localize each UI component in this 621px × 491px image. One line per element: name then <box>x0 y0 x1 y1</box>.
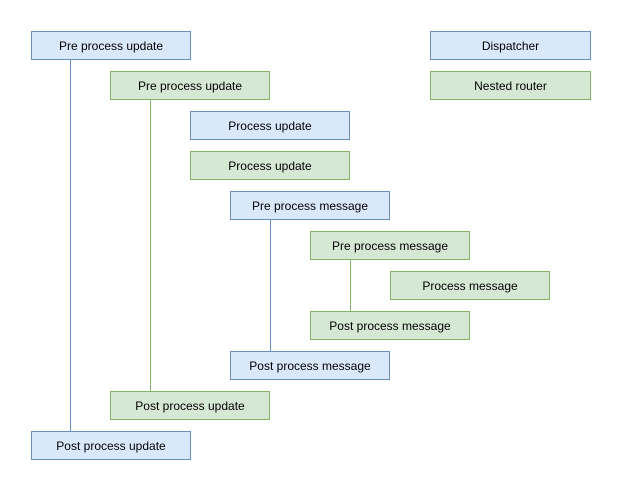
diagram-node-process-update-dispatcher: Process update <box>190 111 350 140</box>
node-label: Post process update <box>135 398 245 413</box>
node-label: Process update <box>228 118 312 133</box>
diagram-node-post-process-update-router: Post process update <box>110 391 270 420</box>
connector-message-span-dispatcher <box>270 220 271 351</box>
diagram-node-legend-dispatcher: Dispatcher <box>430 31 591 60</box>
diagram-node-post-process-message-dispatcher: Post process message <box>230 351 390 380</box>
diagram-node-post-process-update-dispatcher: Post process update <box>31 431 191 460</box>
node-label: Pre process update <box>58 38 164 53</box>
diagram-node-process-update-router: Process update <box>190 151 350 180</box>
diagram-node-process-message-router: Process message <box>390 271 550 300</box>
node-label: Process update <box>228 158 312 173</box>
node-label: Process message <box>422 278 518 293</box>
diagram-node-post-process-message-router: Post process message <box>310 311 470 340</box>
diagram-node-pre-process-update-dispatcher: Pre process update <box>31 31 191 60</box>
node-label: Post process update <box>56 438 166 453</box>
node-label: Nested router <box>474 78 547 93</box>
diagram-node-pre-process-message-router: Pre process message <box>310 231 470 260</box>
node-label: Post process message <box>249 358 371 373</box>
connector-message-span-router <box>350 260 351 311</box>
connector-update-span-dispatcher <box>70 60 71 431</box>
diagram-node-legend-nested-router: Nested router <box>430 71 591 100</box>
node-label: Pre process update <box>137 78 243 93</box>
node-label: Pre process message <box>251 198 369 213</box>
diagram-node-pre-process-update-router: Pre process update <box>110 71 270 100</box>
node-label: Dispatcher <box>481 38 540 53</box>
connector-update-span-router <box>150 100 151 391</box>
node-label: Pre process message <box>331 238 449 253</box>
node-label: Post process message <box>329 318 451 333</box>
diagram-node-pre-process-message-dispatcher: Pre process message <box>230 191 390 220</box>
